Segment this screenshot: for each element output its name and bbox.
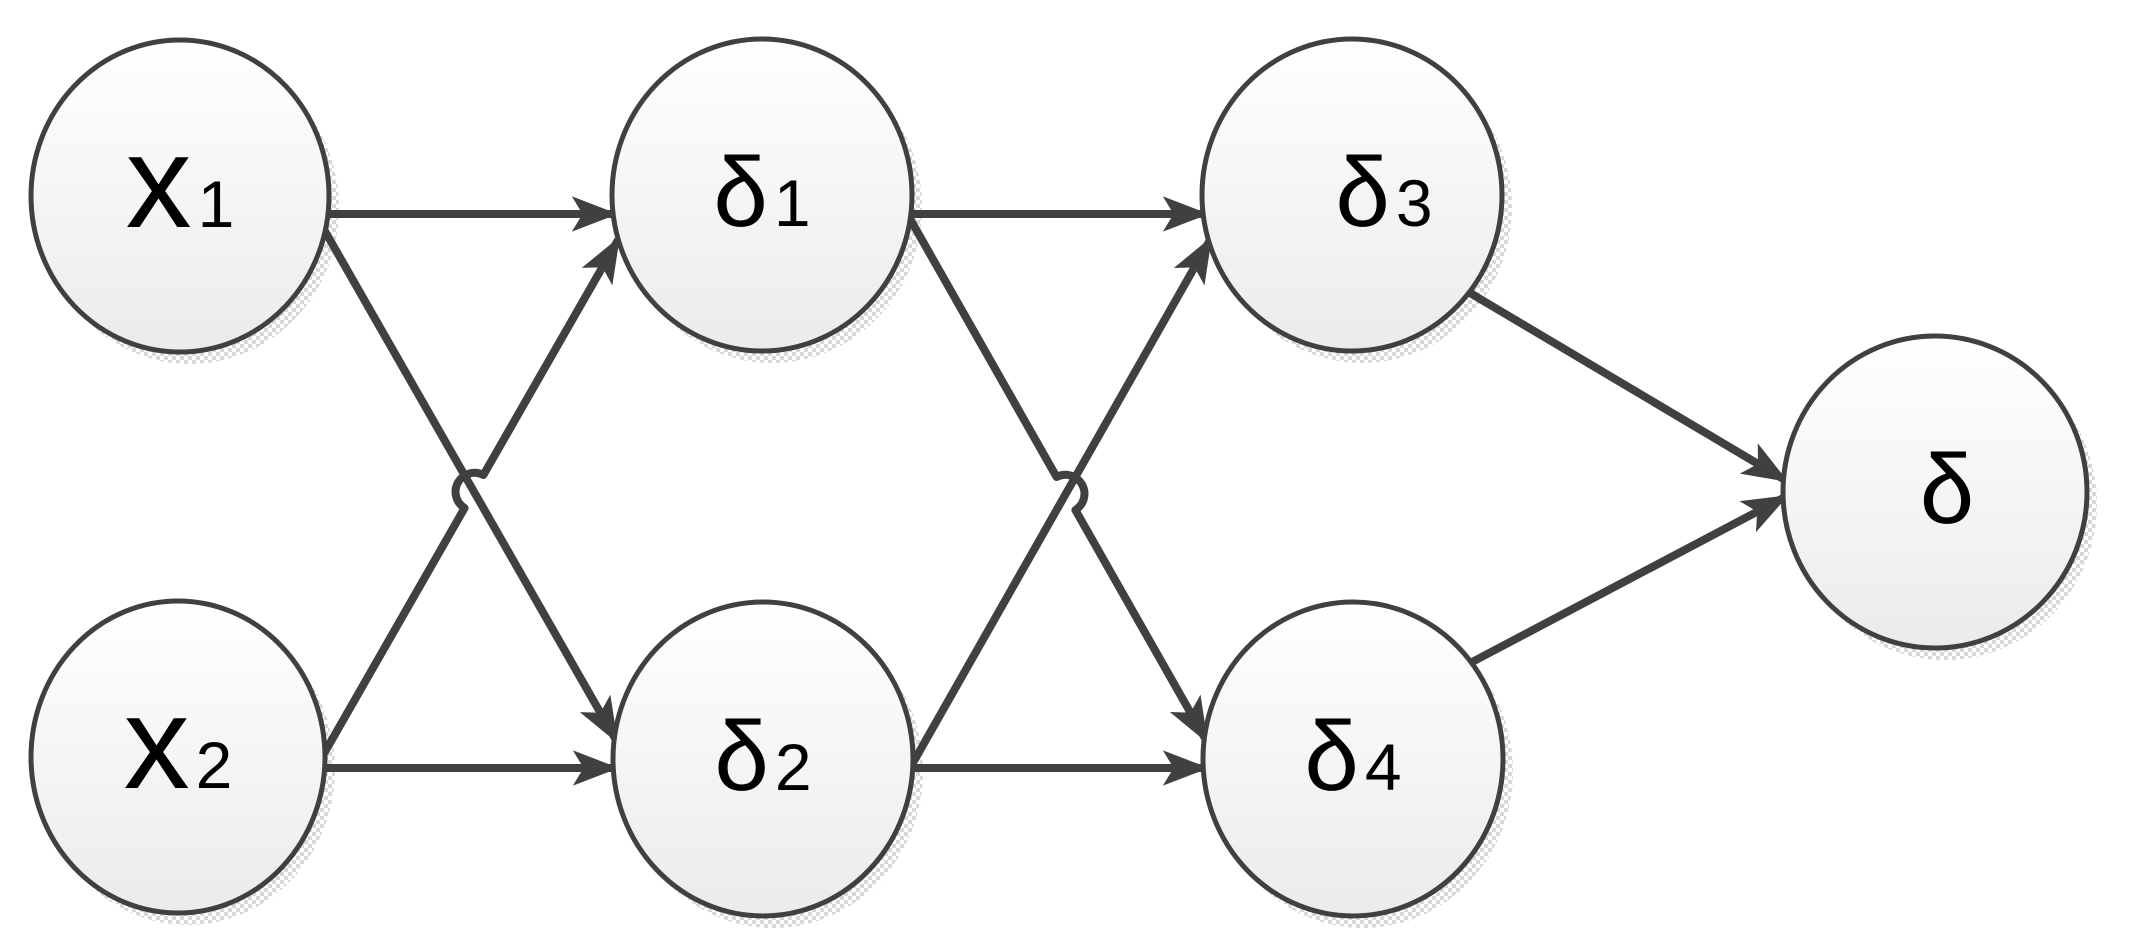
node-labels: x1 x2 δ1 δ2 δ3 δ4 δ [124, 108, 1975, 816]
node-delta3-circle [1199, 36, 1505, 354]
node-x1-label: x1 [126, 108, 235, 255]
node-delta1-label: δ1 [713, 137, 810, 247]
node-delta2-circle [610, 599, 916, 919]
edge-delta2-to-delta3 [906, 236, 1214, 770]
node-x1-circle [28, 37, 332, 355]
nodes [28, 36, 2090, 919]
edge-delta4-to-delta [1436, 493, 1789, 684]
node-delta-label: δ [1920, 434, 1975, 544]
edges [260, 196, 1789, 786]
edge-x2-to-delta1 [306, 236, 622, 780]
node-delta-circle [1780, 333, 2090, 651]
node-delta2-label: δ2 [714, 701, 811, 811]
edge-delta3-to-delta [1425, 264, 1789, 484]
node-x2-circle [28, 598, 328, 916]
node-x2-label: x2 [124, 669, 233, 816]
edge-delta1-to-delta4 [901, 208, 1210, 744]
node-delta3-label: δ3 [1335, 137, 1432, 247]
node-delta4-label: δ4 [1304, 701, 1401, 811]
node-delta4-circle [1200, 599, 1506, 919]
node-delta1-circle [609, 36, 915, 354]
